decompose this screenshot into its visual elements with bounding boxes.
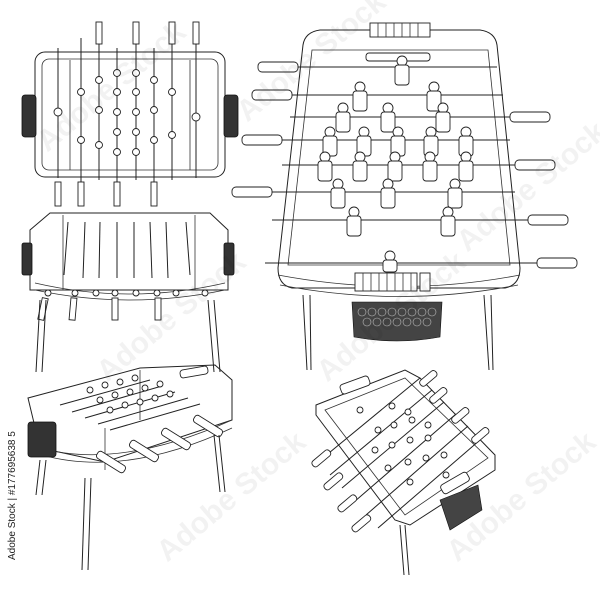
goal-right-icon [223,94,239,138]
isometric-right-view [311,369,496,576]
perspective-large-view [231,22,578,371]
stock-credit-label: Adobe Stock | #177695638 5 [7,431,18,560]
goal-net-icon [439,484,483,531]
isometric-left-view [27,364,233,571]
goal-net-icon [351,301,443,342]
front-elevated-view [21,212,235,373]
top-down-view [21,21,239,207]
goal-net-icon [27,421,57,458]
goal-left-icon [21,94,37,138]
